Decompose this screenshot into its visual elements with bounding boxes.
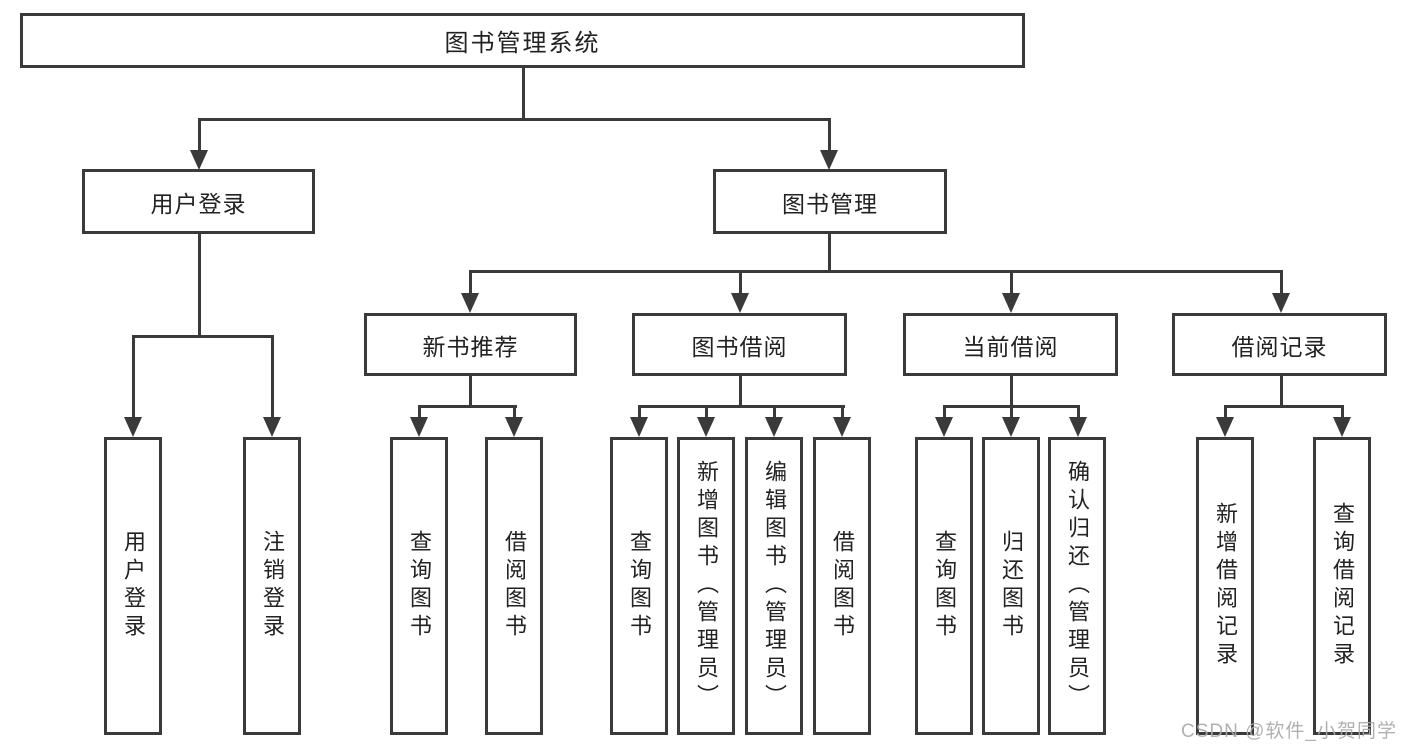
arrowhead-down-icon — [1333, 417, 1351, 437]
connector-line — [417, 405, 517, 408]
arrowhead-down-icon — [765, 417, 783, 437]
leaf-label: 确认归还（管理员） — [1065, 460, 1090, 712]
connector-line — [840, 408, 844, 417]
connector-line — [1223, 405, 1344, 408]
leaf-query-books-borrow: 查询图书 — [610, 437, 668, 735]
leaf-label: 查询图书 — [407, 530, 432, 642]
connector-line — [197, 121, 201, 150]
node-book-management: 图书管理 — [713, 169, 947, 234]
node-borrow-records: 借阅记录 — [1172, 313, 1387, 376]
arrowhead-down-icon — [833, 417, 851, 437]
leaf-label: 查询借阅记录 — [1330, 502, 1355, 670]
connector-line — [270, 338, 274, 417]
connector-line — [468, 376, 472, 408]
connector-line — [637, 408, 641, 417]
leaf-borrow-books: 借阅图书 — [813, 437, 871, 735]
arrowhead-down-icon — [935, 417, 953, 437]
arrowhead-down-icon — [697, 417, 715, 437]
arrowhead-down-icon — [820, 150, 838, 170]
connector-line — [1009, 408, 1013, 417]
node-library-system: 图书管理系统 — [20, 13, 1025, 68]
connector-line — [1223, 408, 1227, 417]
connector-line — [942, 408, 946, 417]
leaf-label: 编辑图书（管理员） — [762, 460, 787, 712]
leaf-label: 查询图书 — [932, 530, 957, 642]
node-user-login: 用户登录 — [82, 169, 315, 234]
connector-line — [197, 234, 201, 338]
arrowhead-down-icon — [1216, 417, 1234, 437]
connector-line — [772, 408, 776, 417]
node-label: 图书管理 — [782, 190, 878, 217]
connector-line — [417, 408, 421, 417]
arrowhead-down-icon — [1069, 417, 1087, 437]
arrowhead-down-icon — [461, 293, 479, 313]
leaf-edit-books-admin: 编辑图书（管理员） — [745, 437, 803, 735]
node-new-book-recommend: 新书推荐 — [364, 313, 577, 376]
arrowhead-down-icon — [1002, 417, 1020, 437]
leaf-label: 归还图书 — [999, 530, 1024, 642]
node-label: 图书借阅 — [691, 333, 788, 360]
leaf-add-borrow-record: 新增借阅记录 — [1196, 437, 1254, 735]
leaf-label: 新增借阅记录 — [1213, 502, 1238, 670]
node-label: 新书推荐 — [422, 333, 519, 360]
arrowhead-down-icon — [630, 417, 648, 437]
connector-line — [468, 270, 1283, 273]
connector-line — [738, 376, 742, 408]
node-current-borrow: 当前借阅 — [903, 313, 1118, 376]
arrowhead-down-icon — [124, 417, 142, 437]
node-label: 借阅记录 — [1231, 333, 1328, 360]
leaf-label: 用户登录 — [121, 530, 146, 642]
connector-line — [468, 273, 472, 293]
connector-line — [704, 408, 708, 417]
leaf-label: 注销登录 — [260, 530, 285, 642]
connector-line — [131, 335, 274, 338]
leaf-label: 新增图书（管理员） — [694, 460, 719, 712]
csdn-watermark: CSDN @软件_小贺同学 — [1181, 721, 1397, 742]
connector-line — [738, 273, 742, 293]
connector-line — [637, 405, 845, 408]
arrowhead-down-icon — [1002, 293, 1020, 313]
connector-line — [131, 338, 135, 417]
leaf-user-login: 用户登录 — [104, 437, 162, 735]
node-book-borrow: 图书借阅 — [632, 313, 847, 376]
leaf-label: 借阅图书 — [502, 530, 527, 642]
connector-line — [942, 405, 1080, 408]
arrowhead-down-icon — [731, 293, 749, 313]
connector-line — [521, 68, 525, 120]
node-label: 用户登录 — [150, 190, 247, 217]
leaf-query-borrow-record: 查询借阅记录 — [1313, 437, 1371, 735]
arrowhead-down-icon — [263, 417, 281, 437]
connector-line — [1009, 273, 1013, 293]
leaf-label: 查询图书 — [627, 530, 652, 642]
connector-line — [1279, 376, 1283, 408]
arrowhead-down-icon — [410, 417, 428, 437]
leaf-logout: 注销登录 — [243, 437, 301, 735]
node-label: 当前借阅 — [962, 333, 1059, 360]
leaf-confirm-return-admin: 确认归还（管理员） — [1048, 437, 1106, 735]
connector-line — [827, 121, 831, 150]
connector-line — [827, 234, 831, 273]
connector-line — [1009, 376, 1013, 408]
leaf-borrow-books-recommend: 借阅图书 — [485, 437, 543, 735]
connector-line — [1076, 408, 1080, 417]
arrowhead-down-icon — [190, 150, 208, 170]
connector-line — [512, 408, 516, 417]
node-label: 图书管理系统 — [444, 30, 601, 57]
connector-line — [1279, 273, 1283, 293]
leaf-query-books-current: 查询图书 — [915, 437, 973, 735]
leaf-label: 借阅图书 — [830, 530, 855, 642]
leaf-return-books: 归还图书 — [982, 437, 1040, 735]
arrowhead-down-icon — [505, 417, 523, 437]
leaf-add-books-admin: 新增图书（管理员） — [677, 437, 735, 735]
arrowhead-down-icon — [1272, 293, 1290, 313]
leaf-query-books-recommend: 查询图书 — [390, 437, 448, 735]
connector-line — [197, 118, 831, 121]
connector-line — [1340, 408, 1344, 417]
